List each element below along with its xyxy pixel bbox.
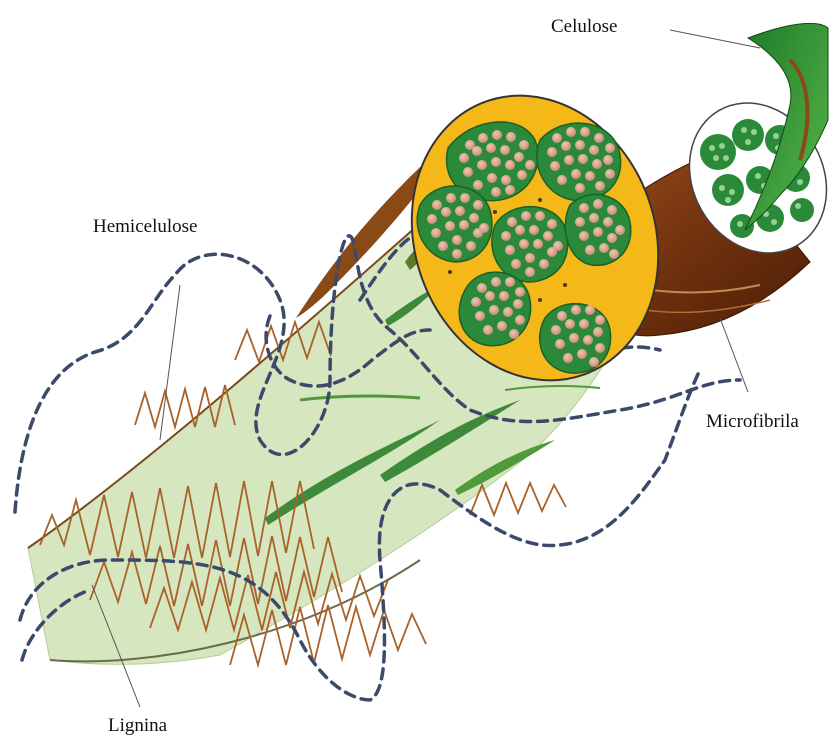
label-lignina: Lignina [108, 716, 167, 735]
label-microfibrila: Microfibrila [706, 412, 799, 431]
leader-celulose [670, 30, 760, 48]
label-hemicelulose: Hemicelulose [93, 217, 197, 236]
label-celulose: Celulose [551, 17, 618, 36]
